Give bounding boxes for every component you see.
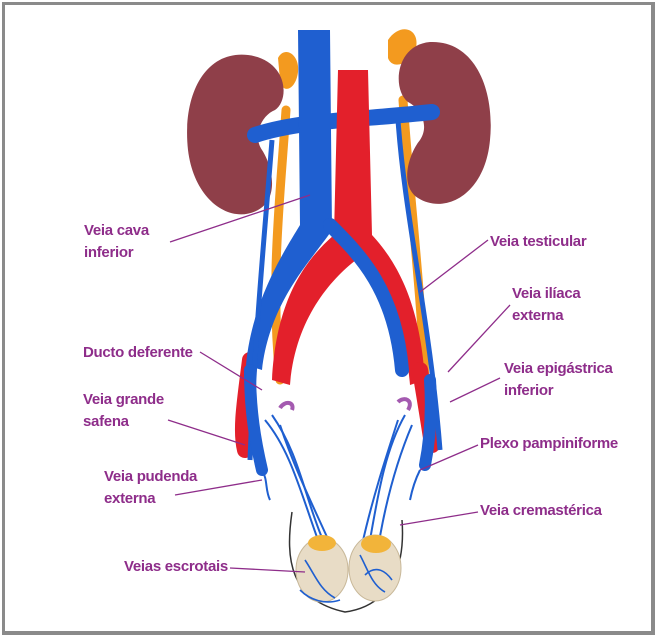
label-veia-pudenda-externa: Veia pudenda externa xyxy=(104,466,197,510)
pampiniform-plexus xyxy=(262,415,420,548)
leader-veia-iliaca-externa xyxy=(448,305,510,372)
label-veias-escrotais: Veias escrotais xyxy=(124,556,228,578)
label-veia-testicular: Veia testicular xyxy=(490,231,586,253)
label-ducto-deferente: Ducto deferente xyxy=(83,342,193,364)
leader-veia-testicular xyxy=(420,240,488,292)
label-veia-cava-inferior: Veia cava inferior xyxy=(84,220,149,264)
label-veia-iliaca-externa: Veia ilíaca externa xyxy=(512,283,580,327)
leader-veia-grande-safena xyxy=(168,420,245,445)
label-veia-epigastrica-inferior: Veia epigástrica inferior xyxy=(504,358,613,402)
label-plexo-pampiniforme: Plexo pampiniforme xyxy=(480,433,618,455)
label-veia-cremasterica: Veia cremastérica xyxy=(480,500,602,522)
cremasteric-right xyxy=(398,399,410,410)
kidney-right xyxy=(399,42,491,204)
epididymis-left xyxy=(308,535,336,551)
leader-veia-cremasterica xyxy=(400,512,478,525)
external-iliac-right xyxy=(425,380,431,465)
leader-veia-epigastrica-inferior xyxy=(450,378,500,402)
label-veia-grande-safena: Veia grande safena xyxy=(83,389,164,433)
cremasteric-left xyxy=(280,403,293,410)
epididymis-right xyxy=(361,535,391,553)
